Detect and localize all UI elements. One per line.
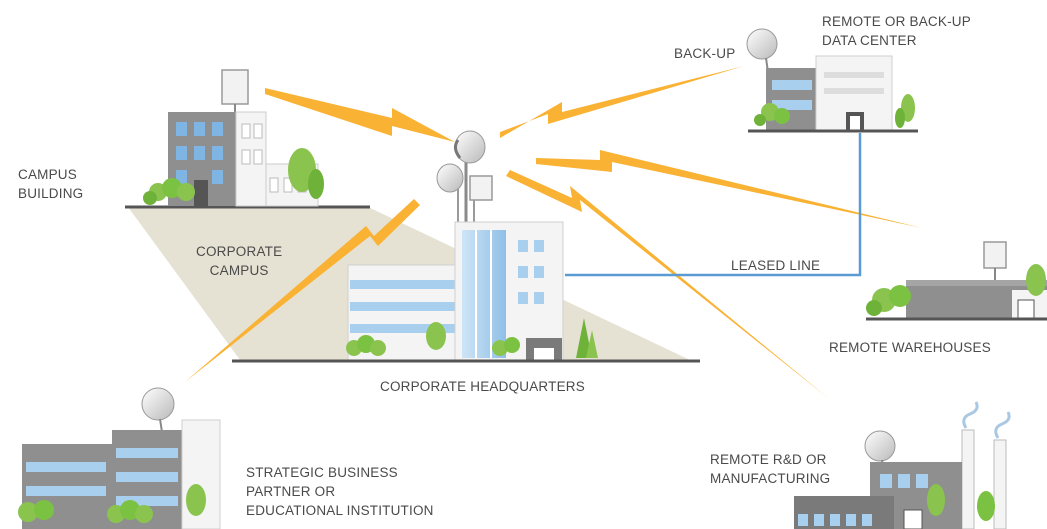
leased-line [565,133,862,277]
remote-warehouses [866,241,1047,321]
label-remote-rd: REMOTE R&D OR MANUFACTURING [710,452,831,486]
link-hq-datacenter [500,66,744,138]
antenna-dish-icon [746,28,778,73]
antenna-dish-icon [141,387,175,433]
label-remote-warehouses: REMOTE WAREHOUSES [829,340,991,355]
label-strategic-partner: STRATEGIC BUSINESS PARTNER OR EDUCATIONA… [246,465,434,518]
wireless-radio-box-icon [469,175,493,201]
corporate-headquarters [232,130,700,363]
remote-rd-manufacturing [794,401,1011,529]
label-leased-line: LEASED LINE [731,258,821,273]
wireless-links [185,66,922,398]
antenna-dish-icon [864,430,896,479]
remote-datacenter [746,28,918,133]
label-corporate-headquarters: CORPORATE HEADQUARTERS [380,379,585,394]
link-hq-campus [265,88,455,142]
campus-building [143,69,324,207]
link-hq-partner [185,199,420,382]
strategic-partner-campus [18,387,221,529]
wireless-radio-box-icon [983,241,1007,280]
label-corporate-campus: CORPORATE CAMPUS [196,244,283,278]
label-campus-building: CAMPUS BUILDING [18,167,84,201]
antenna-dish-icon [453,130,486,164]
label-remote-datacenter: REMOTE OR BACK-UP DATA CENTER [822,14,971,48]
antenna-dish-icon [436,163,464,193]
link-hq-warehouses [536,150,922,228]
label-backup: BACK-UP [674,46,736,61]
